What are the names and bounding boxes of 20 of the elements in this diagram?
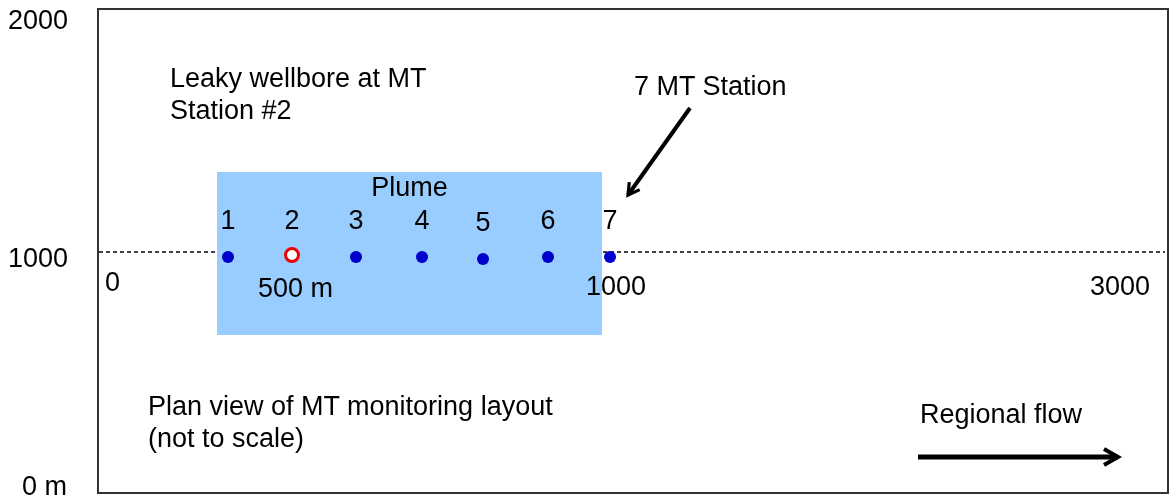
- text-label: Leaky wellbore at MT Station #2: [170, 62, 428, 126]
- text-label: 1000: [586, 270, 647, 302]
- text-label: 1000: [8, 242, 69, 274]
- station-number: 5: [475, 207, 491, 237]
- text-label: 0 m: [22, 470, 67, 502]
- text-label: Plan view of MT monitoring layout (not to scale): [148, 390, 554, 454]
- text-label: Regional flow: [920, 398, 1083, 430]
- callout-label: 7 MT Station: [634, 70, 787, 102]
- plume-label: Plume: [371, 172, 448, 202]
- text-label: 3000: [1090, 270, 1151, 302]
- text-label: 2000: [8, 4, 69, 36]
- station-number: 6: [540, 205, 556, 235]
- station-number: 2: [284, 205, 300, 235]
- arrow: [626, 106, 692, 197]
- station-number: 7: [602, 205, 618, 235]
- station-number: 1: [220, 205, 236, 235]
- text-label: 0: [105, 266, 121, 298]
- text-label: 500 m: [258, 272, 334, 304]
- station-number: 4: [414, 205, 430, 235]
- station-number: 3: [348, 205, 364, 235]
